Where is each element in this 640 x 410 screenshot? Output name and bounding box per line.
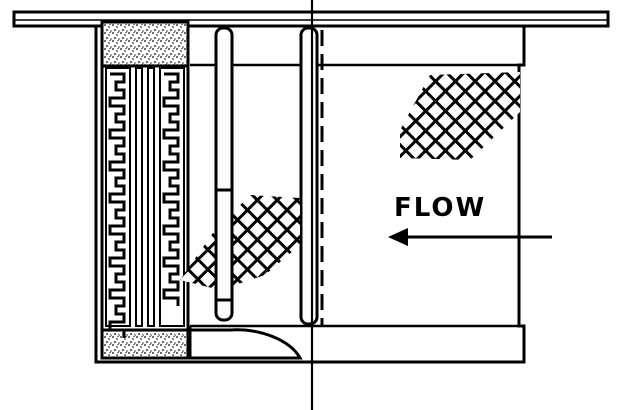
crosshatch-region-middle xyxy=(180,188,300,302)
crosshatch-region-upper xyxy=(400,72,520,160)
bottom-baffle xyxy=(188,326,303,360)
flow-label: FLOW xyxy=(394,193,486,223)
filter-element xyxy=(100,20,190,360)
filter-housing xyxy=(94,26,526,364)
outer-tube xyxy=(299,26,319,326)
center-line xyxy=(310,0,324,410)
flow-arrow xyxy=(388,228,552,246)
